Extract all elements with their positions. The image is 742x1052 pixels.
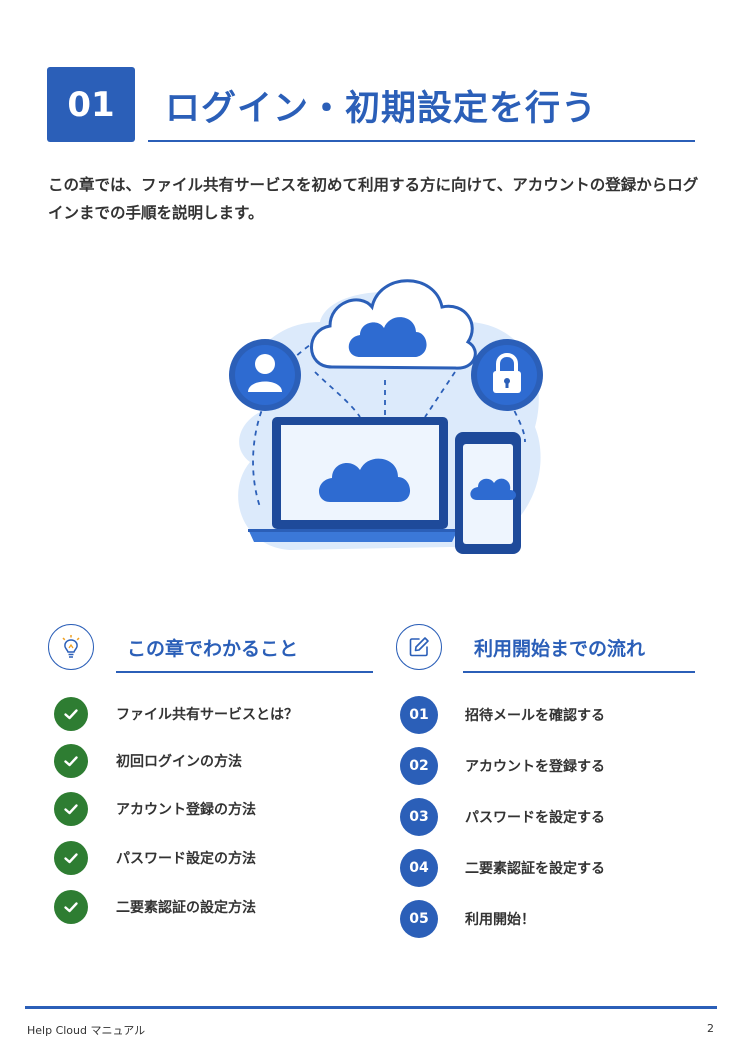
flow-section-title: 利用開始までの流れ xyxy=(474,638,646,660)
flow-step: 05 利用開始！ xyxy=(400,900,535,938)
edit-icon xyxy=(396,624,442,670)
main-cloud-icon xyxy=(310,279,477,370)
step-number-badge: 04 xyxy=(400,849,438,887)
list-item-label: ファイル共有サービスとは？ xyxy=(116,707,298,723)
learn-section-title: この章でわかること xyxy=(127,638,299,660)
learn-section-rule xyxy=(116,671,373,673)
list-item: パスワード設定の方法 xyxy=(54,841,256,875)
list-item: 初回ログインの方法 xyxy=(54,744,242,778)
chapter-title: ログイン・初期設定を行う xyxy=(165,89,598,129)
list-item-label: 初回ログインの方法 xyxy=(116,754,242,770)
checkmark-icon xyxy=(54,890,88,924)
flow-step: 03 パスワードを設定する xyxy=(400,798,605,836)
footer-rule xyxy=(25,1006,717,1009)
flow-step: 02 アカウントを登録する xyxy=(400,747,605,785)
lock-icon xyxy=(471,339,543,411)
list-item-label: パスワード設定の方法 xyxy=(116,851,256,867)
smartphone-icon xyxy=(455,432,521,554)
step-number-badge: 05 xyxy=(400,900,438,938)
footer-page-number: 2 xyxy=(707,1022,714,1035)
footer-doc-name: Help Cloud マニュアル xyxy=(27,1024,146,1037)
checkmark-icon xyxy=(54,697,88,731)
flow-step: 01 招待メールを確認する xyxy=(400,696,605,734)
list-item: ファイル共有サービスとは？ xyxy=(54,697,298,731)
chapter-title-rule xyxy=(148,140,695,142)
list-item: アカウント登録の方法 xyxy=(54,792,256,826)
list-item-label: アカウント登録の方法 xyxy=(116,802,256,818)
step-label: 二要素認証を設定する xyxy=(465,861,605,877)
step-label: パスワードを設定する xyxy=(465,810,605,826)
chapter-number-badge: 01 xyxy=(47,67,135,142)
step-number-badge: 02 xyxy=(400,747,438,785)
lightbulb-icon xyxy=(48,624,94,670)
cloud-devices-illustration xyxy=(229,279,543,554)
step-label: 招待メールを確認する xyxy=(465,708,605,724)
chapter-intro: この章では、ファイル共有サービスを初めて利用する方に向けて、アカウントの登録から… xyxy=(48,176,699,222)
checkmark-icon xyxy=(54,841,88,875)
step-number-badge: 01 xyxy=(400,696,438,734)
flow-section-rule xyxy=(463,671,695,673)
checkmark-icon xyxy=(54,792,88,826)
step-number-badge: 03 xyxy=(400,798,438,836)
step-label: アカウントを登録する xyxy=(465,759,605,775)
list-item: 二要素認証の設定方法 xyxy=(54,890,256,924)
flow-step: 04 二要素認証を設定する xyxy=(400,849,605,887)
list-item-label: 二要素認証の設定方法 xyxy=(116,900,256,916)
user-icon xyxy=(229,339,301,411)
checkmark-icon xyxy=(54,744,88,778)
step-label: 利用開始！ xyxy=(465,912,535,928)
laptop-icon xyxy=(248,417,458,542)
